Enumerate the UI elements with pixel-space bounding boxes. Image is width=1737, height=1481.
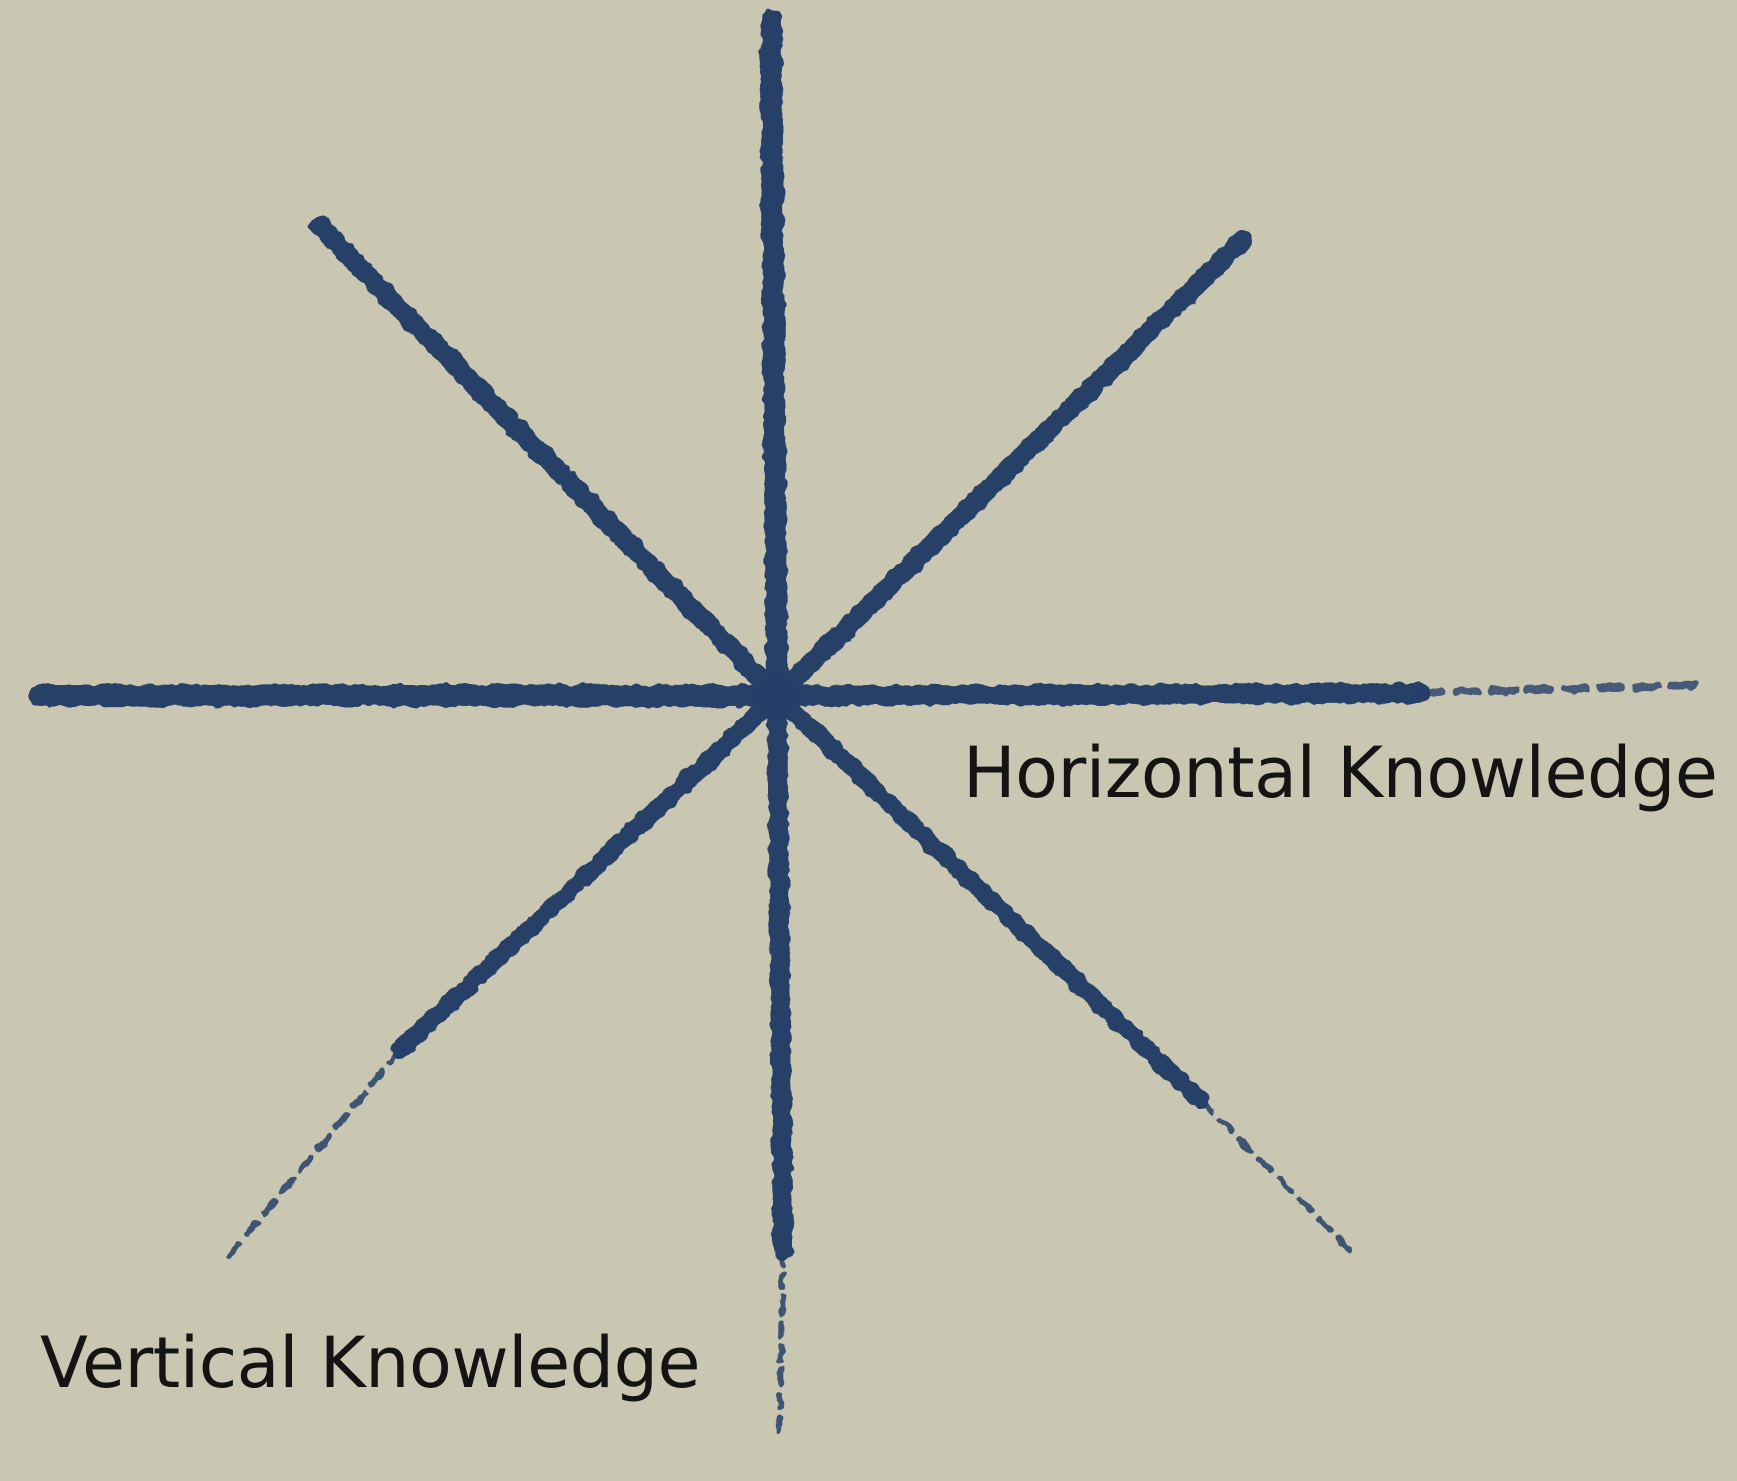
spoke-upper-left [320, 226, 777, 696]
spoke-right [777, 693, 1420, 696]
star-center [753, 672, 801, 720]
spoke-lower-right-fade [1200, 1100, 1350, 1250]
spoke-upper-right [777, 240, 1243, 696]
vertical-knowledge-label: Vertical Knowledge [40, 1328, 700, 1398]
spoke-left [40, 695, 777, 696]
spoke-lower-left-fade [230, 1050, 400, 1255]
spoke-up [771, 20, 777, 696]
spoke-down [777, 696, 783, 1250]
horizontal-knowledge-label: Horizontal Knowledge [963, 738, 1717, 808]
spoke-down-fade [779, 1250, 783, 1440]
spoke-right-fade [1420, 685, 1700, 693]
spoke-lower-left [400, 696, 777, 1050]
